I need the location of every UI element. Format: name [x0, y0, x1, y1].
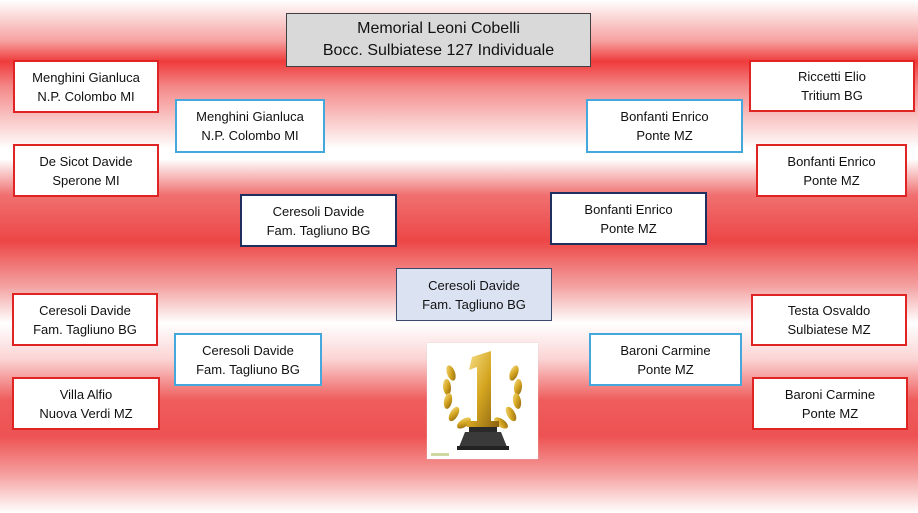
- r2-right-player-1: Bonfanti Enrico Ponte MZ: [586, 99, 743, 153]
- winner-name: Ceresoli Davide: [428, 277, 520, 293]
- tournament-title: Memorial Leoni Cobelli Bocc. Sulbiatese …: [286, 13, 591, 67]
- trophy-image: [427, 343, 538, 459]
- winner-box: Ceresoli Davide Fam. Tagliuno BG: [396, 268, 552, 321]
- r1-left-player-2: De Sicot Davide Sperone MI: [13, 144, 159, 197]
- r1-left-player-1: Menghini Gianluca N.P. Colombo MI: [13, 60, 159, 113]
- r2-right-player-2: Baroni Carmine Ponte MZ: [589, 333, 742, 386]
- r2-left-player-1: Menghini Gianluca N.P. Colombo MI: [175, 99, 325, 153]
- title-line-2: Bocc. Sulbiatese 127 Individuale: [322, 42, 555, 59]
- title-line-1: Memorial Leoni Cobelli: [357, 20, 520, 37]
- r1-right-player-1: Riccetti Elio Tritium BG: [749, 60, 915, 112]
- winner-club: Fam. Tagliuno BG: [422, 296, 526, 312]
- semifinal-right-player: Bonfanti Enrico Ponte MZ: [550, 192, 707, 245]
- r1-right-player-4: Baroni Carmine Ponte MZ: [752, 377, 908, 430]
- semifinal-left-player: Ceresoli Davide Fam. Tagliuno BG: [240, 194, 397, 247]
- r1-left-player-3: Ceresoli Davide Fam. Tagliuno BG: [12, 293, 158, 346]
- r1-left-player-4: Villa Alfio Nuova Verdi MZ: [12, 377, 160, 430]
- r1-right-player-2: Bonfanti Enrico Ponte MZ: [756, 144, 907, 197]
- r2-left-player-2: Ceresoli Davide Fam. Tagliuno BG: [174, 333, 322, 386]
- r1-right-player-3: Testa Osvaldo Sulbiatese MZ: [751, 294, 907, 346]
- trophy-number-one-icon: [431, 351, 523, 456]
